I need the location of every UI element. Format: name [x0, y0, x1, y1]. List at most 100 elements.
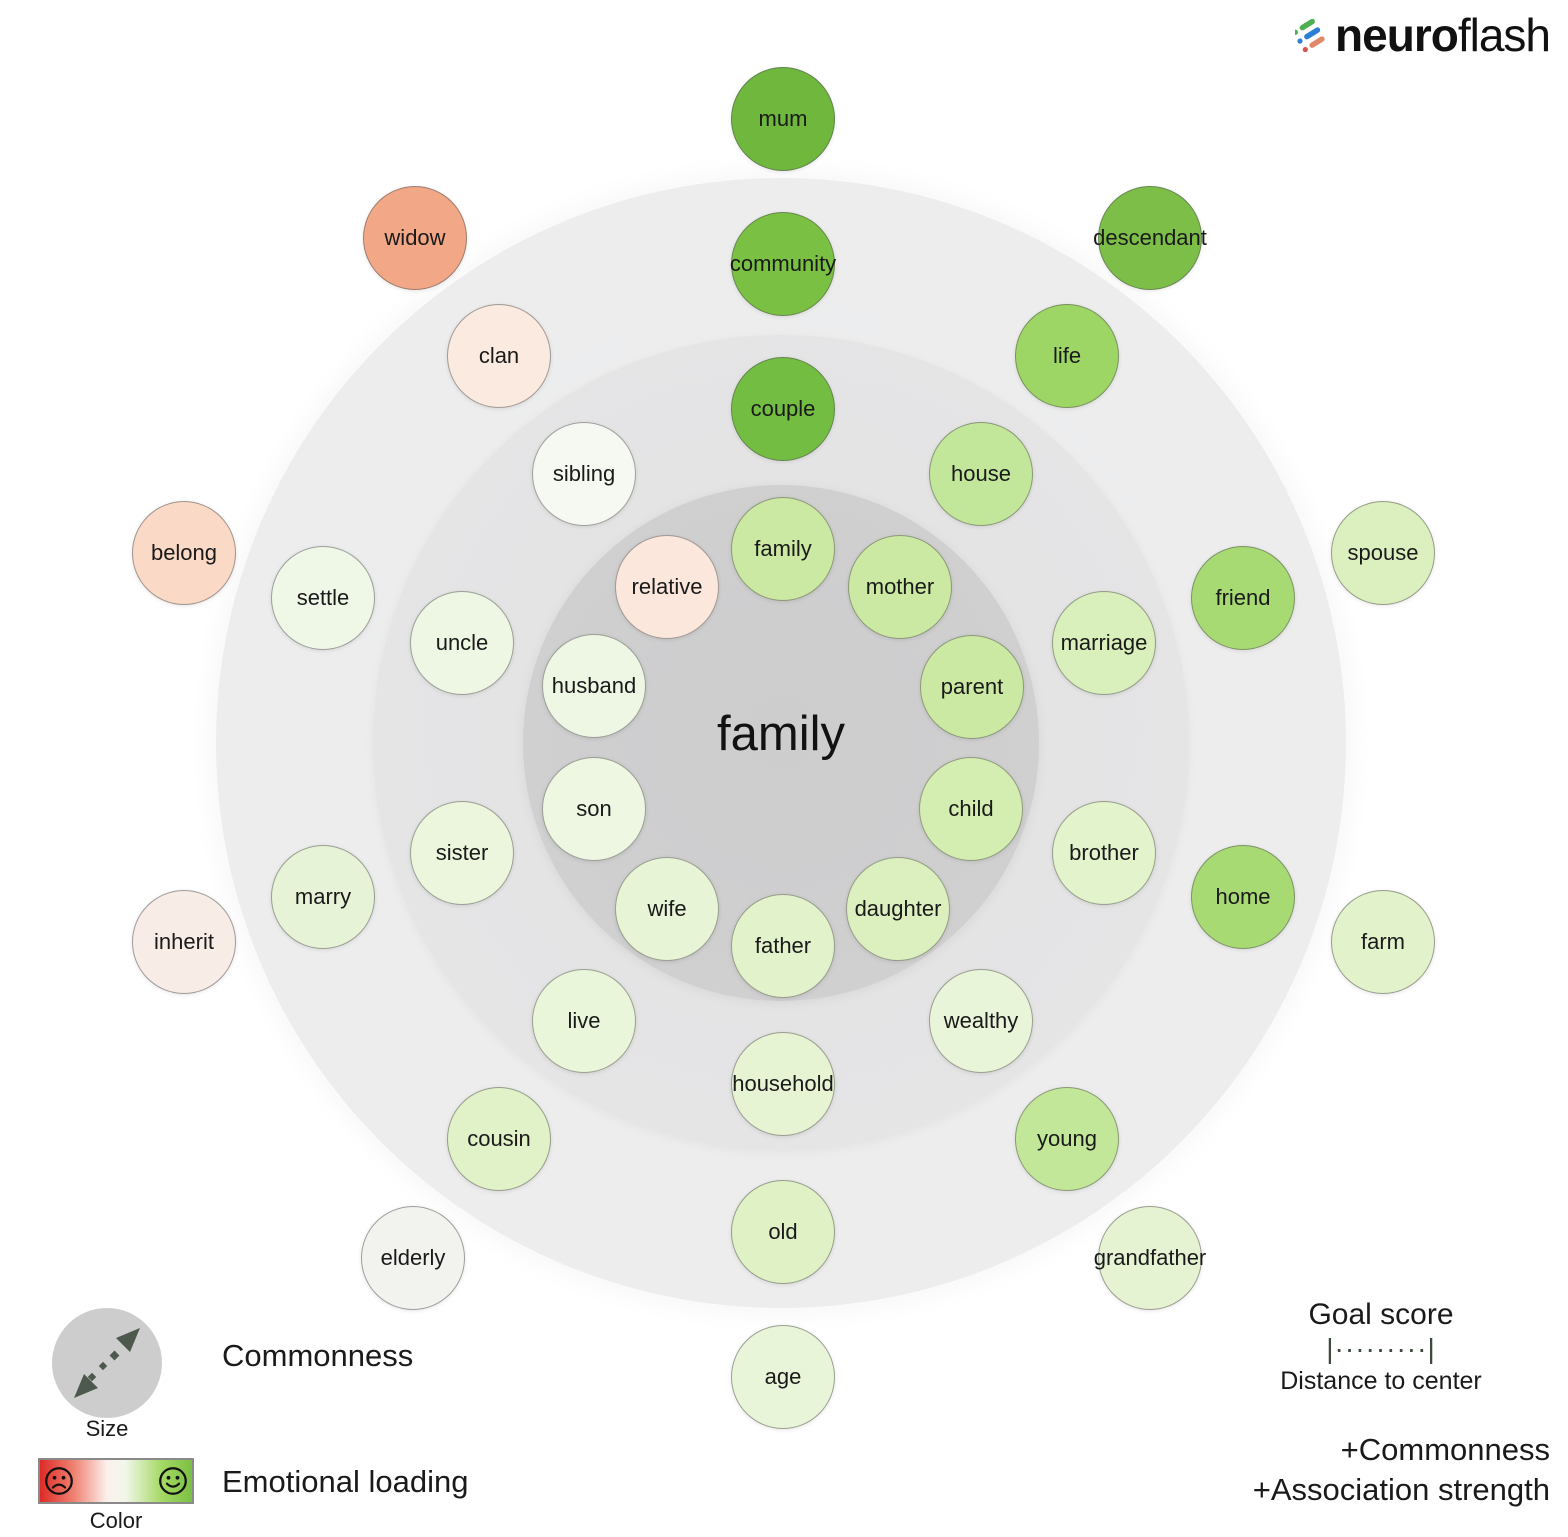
- bubble-label: settle: [296, 585, 350, 610]
- center-seed-word: family: [717, 707, 845, 761]
- neuroflash-logo: neuroflash: [1292, 8, 1551, 62]
- bubble-settle[interactable]: settle: [271, 546, 375, 650]
- bubble-label: family: [754, 536, 812, 561]
- bubble-label: age: [764, 1364, 802, 1389]
- bubble-young[interactable]: young: [1015, 1087, 1119, 1191]
- bubble-label: clan: [478, 343, 520, 368]
- bubble-label: home: [1215, 884, 1271, 909]
- bubble-parent[interactable]: parent: [920, 635, 1024, 739]
- bubble-label: belong: [150, 540, 218, 565]
- bubble-label: mother: [865, 574, 935, 599]
- bubble-child[interactable]: child: [919, 757, 1023, 861]
- bubble-label: live: [567, 1008, 601, 1033]
- legend-goal-score: Goal score |·········| Distance to cente…: [1216, 1298, 1546, 1396]
- bubble-label: household: [732, 1071, 834, 1096]
- bubble-relative[interactable]: relative: [615, 535, 719, 639]
- bubble-label: sibling: [552, 461, 616, 486]
- goal-factor-commonness: +Commonness: [1340, 1432, 1550, 1467]
- bubble-farm[interactable]: farm: [1331, 890, 1435, 994]
- bubble-label: husband: [551, 673, 637, 698]
- bubble-mum[interactable]: mum: [731, 67, 835, 171]
- bubble-label: uncle: [435, 630, 489, 655]
- goal-score-ruler-icon: |·········|: [1326, 1333, 1436, 1364]
- sad-face-icon: [45, 1467, 73, 1495]
- bubble-descendant[interactable]: descendant: [1093, 186, 1207, 290]
- bubble-label: grandfather: [1093, 1245, 1207, 1270]
- bubble-cousin[interactable]: cousin: [447, 1087, 551, 1191]
- bubble-home[interactable]: home: [1191, 845, 1295, 949]
- bubble-father[interactable]: father: [731, 894, 835, 998]
- bubble-mother[interactable]: mother: [848, 535, 952, 639]
- bubble-sister[interactable]: sister: [410, 801, 514, 905]
- bubble-uncle[interactable]: uncle: [410, 591, 514, 695]
- bubble-label: community: [729, 251, 837, 276]
- legend-commonness-label: Commonness: [222, 1338, 414, 1373]
- bubble-label: daughter: [854, 896, 942, 921]
- bubble-label: young: [1037, 1126, 1097, 1151]
- goal-score-title: Goal score: [1308, 1298, 1454, 1331]
- bubble-husband[interactable]: husband: [542, 634, 646, 738]
- bubble-label: wealthy: [943, 1008, 1019, 1033]
- bubble-belong[interactable]: belong: [132, 501, 236, 605]
- bubble-sibling[interactable]: sibling: [532, 422, 636, 526]
- bubble-label: house: [951, 461, 1011, 486]
- bubble-household[interactable]: household: [731, 1032, 835, 1136]
- bubble-label: father: [754, 933, 812, 958]
- bubble-community[interactable]: community: [729, 212, 837, 316]
- bubble-label: marriage: [1060, 630, 1148, 655]
- bubble-label: sister: [435, 840, 489, 865]
- bubble-spouse[interactable]: spouse: [1331, 501, 1435, 605]
- bubble-brother[interactable]: brother: [1052, 801, 1156, 905]
- bubble-wife[interactable]: wife: [615, 857, 719, 961]
- happy-face-icon: [159, 1467, 187, 1495]
- bubble-marriage[interactable]: marriage: [1052, 591, 1156, 695]
- bubble-label: mum: [758, 106, 808, 131]
- bubble-label: brother: [1069, 840, 1139, 865]
- bubble-label: inherit: [154, 929, 214, 954]
- bubble-label: couple: [750, 396, 816, 421]
- bubble-label: marry: [294, 884, 352, 909]
- bubble-label: elderly: [380, 1245, 446, 1270]
- bubble-friend[interactable]: friend: [1191, 546, 1295, 650]
- bubble-old[interactable]: old: [731, 1180, 835, 1284]
- brand-name-bold: neuro: [1335, 9, 1459, 61]
- bubble-label: wife: [647, 896, 687, 921]
- bubble-daughter[interactable]: daughter: [846, 857, 950, 961]
- bubble-house[interactable]: house: [929, 422, 1033, 526]
- bubble-grandfather[interactable]: grandfather: [1094, 1206, 1206, 1310]
- bubble-label: son: [576, 796, 612, 821]
- legend-color-caption: Color: [89, 1508, 143, 1533]
- legend-color-gradient: [38, 1458, 194, 1504]
- brand-name-light: flash: [1457, 9, 1551, 61]
- bubble-label: child: [948, 796, 994, 821]
- bubble-label: parent: [940, 674, 1004, 699]
- bubble-label: descendant: [1093, 225, 1207, 250]
- bubble-widow[interactable]: widow: [363, 186, 467, 290]
- bubble-inherit[interactable]: inherit: [132, 890, 236, 994]
- bubble-label: old: [768, 1219, 798, 1244]
- bubble-label: spouse: [1347, 540, 1419, 565]
- bubble-wealthy[interactable]: wealthy: [929, 969, 1033, 1073]
- bubble-marry[interactable]: marry: [271, 845, 375, 949]
- brand-wordmark: neuroflash: [1335, 9, 1551, 61]
- goal-factor-association: +Association strength: [1252, 1471, 1550, 1507]
- legend-size-swatch: [52, 1308, 162, 1418]
- bubble-clan[interactable]: clan: [447, 304, 551, 408]
- bubble-elderly[interactable]: elderly: [361, 1206, 465, 1310]
- neuroflash-mark-icon: [1292, 18, 1329, 53]
- bubble-life[interactable]: life: [1015, 304, 1119, 408]
- bubble-label: life: [1052, 343, 1082, 368]
- bubble-label: friend: [1215, 585, 1271, 610]
- goal-score-subtitle: Distance to center: [1280, 1367, 1482, 1396]
- legend-size-caption: Size: [85, 1416, 129, 1441]
- bubble-son[interactable]: son: [542, 757, 646, 861]
- bubble-label: relative: [631, 574, 703, 599]
- bubble-age[interactable]: age: [731, 1325, 835, 1429]
- legend-emotional-loading-label: Emotional loading: [222, 1464, 469, 1499]
- bubble-label: cousin: [467, 1126, 531, 1151]
- bubble-couple[interactable]: couple: [731, 357, 835, 461]
- bubble-live[interactable]: live: [532, 969, 636, 1073]
- bubble-label: farm: [1361, 929, 1405, 954]
- bubble-family[interactable]: family: [731, 497, 835, 601]
